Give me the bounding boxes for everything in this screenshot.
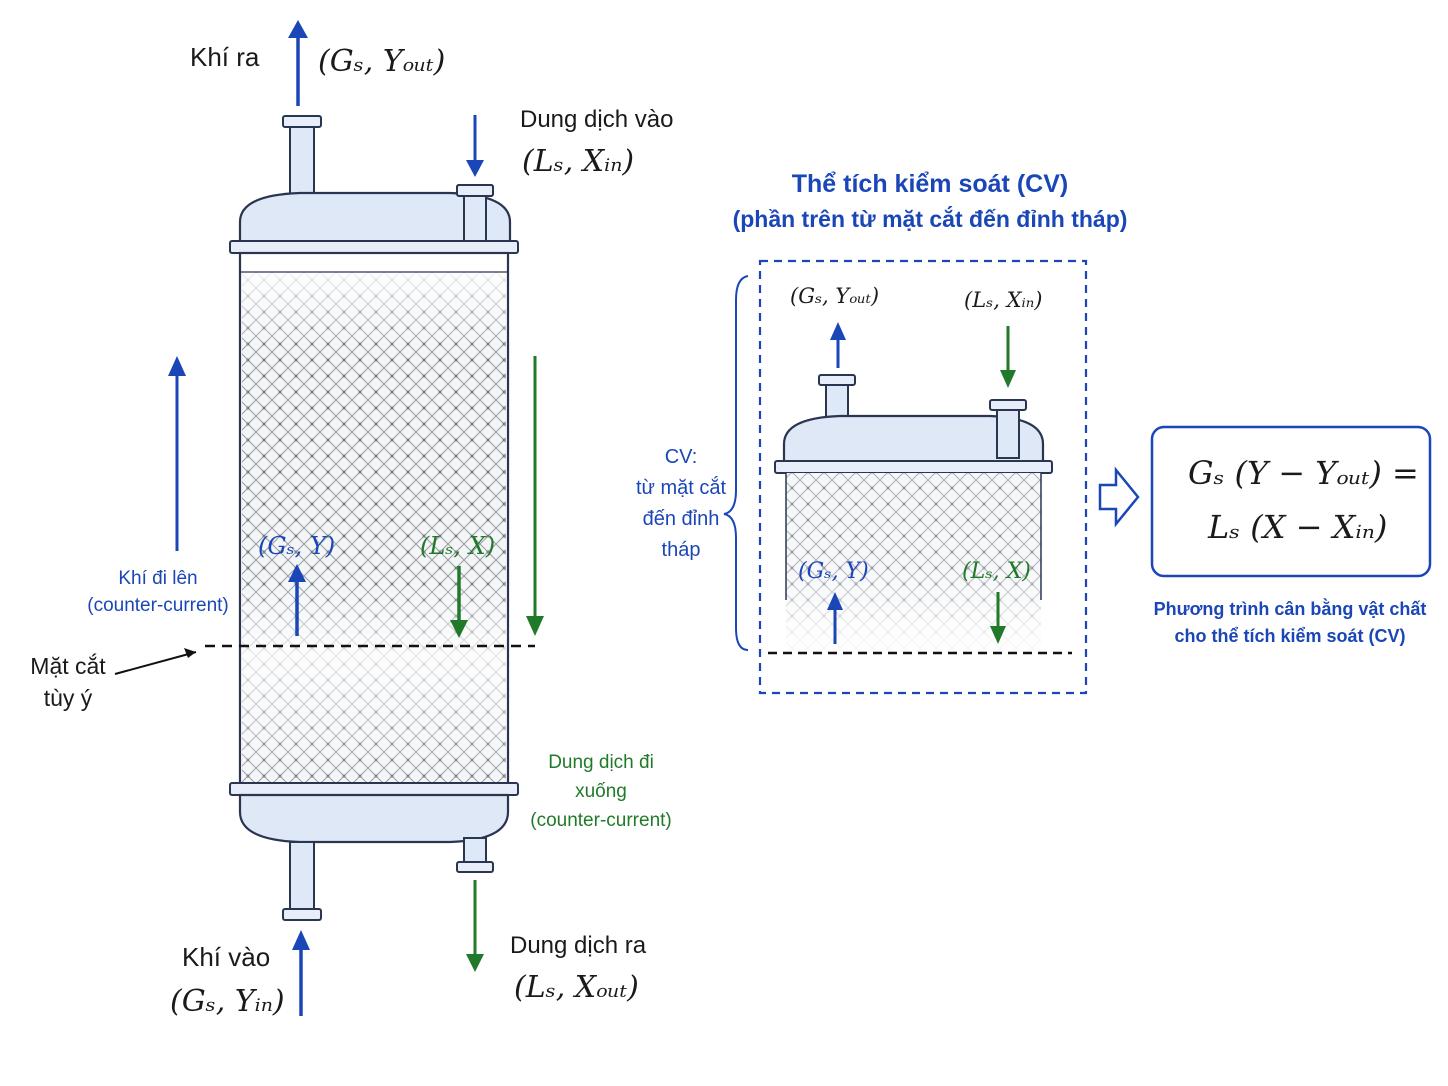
equation-caption-line2: cho thể tích kiểm soát (CV) <box>1174 626 1406 646</box>
bottom-gas-pipe <box>289 841 315 913</box>
equation-line2: Lₛ (X − Xᵢₙ) <box>1208 508 1388 546</box>
section-label: Mặt cắt tùy ý <box>16 650 120 714</box>
liquid-out-math: (Lₛ, Xₒᵤₜ) <box>514 970 639 1005</box>
equation-box <box>1150 425 1432 578</box>
cv-brace-label-line2: từ mặt cắt <box>635 477 727 499</box>
gas-in-math: (Gₛ, Yᵢₙ) <box>170 984 285 1019</box>
cv-tower <box>774 374 1053 653</box>
inner-liquid-math: (Lₛ, X) <box>420 532 496 560</box>
gas-in-label: Khí vào <box>182 942 271 972</box>
liquid-down-label-line2: xuống <box>575 781 627 802</box>
equation-caption-line1: Phương trình cân bằng vật chất <box>1153 599 1427 619</box>
top-head <box>238 191 512 244</box>
bottom-head <box>238 793 510 844</box>
cv-brace-label-line4: tháp <box>661 539 701 561</box>
liquid-down-label-line3: (counter-current) <box>530 810 672 831</box>
gas-out-label: Khí ra <box>190 42 260 72</box>
cv-brace-label-line1: CV: <box>664 446 698 468</box>
liquid-down-label-line1: Dung dịch đi <box>548 752 654 773</box>
cv-brace-label: CV: từ mặt cắt đến đỉnh tháp <box>628 442 734 566</box>
cv-subtitle: (phần trên từ mặt cắt đến đỉnh tháp) <box>732 206 1128 232</box>
gas-up-label: Khí đi lên (counter-current) <box>78 568 238 617</box>
liquid-down-label: Dung dịch đi xuống (counter-current) <box>520 748 682 835</box>
cv-inner-gas-math: (Gₛ, Y) <box>798 559 869 584</box>
section-label-line1: Mặt cắt <box>30 653 106 679</box>
equation-caption: Phương trình cân bằng vật chất cho thể t… <box>1140 596 1440 650</box>
liquid-out-label: Dung dịch ra <box>510 932 647 959</box>
cv-brace-label-line3: đến đỉnh <box>642 508 720 530</box>
cv-inner-liquid-math: (Lₛ, X) <box>962 559 1031 584</box>
absorption-tower <box>229 115 519 921</box>
section-pointer <box>114 651 197 675</box>
cv-top-liquid-math: (Lₛ, Xᵢₙ) <box>964 288 1043 312</box>
section-label-line2: tùy ý <box>43 685 93 711</box>
implies-arrow <box>1098 466 1140 528</box>
cv-title: Thể tích kiểm soát (CV) <box>791 170 1069 198</box>
bottom-flange <box>229 782 519 796</box>
top-gas-pipe <box>289 121 315 201</box>
inner-gas-math: (Gₛ, Y) <box>258 532 336 560</box>
cv-brace <box>723 275 749 651</box>
gas-up-label-line2: (counter-current) <box>87 595 229 616</box>
gas-up-label-line1: Khí đi lên <box>118 568 198 589</box>
liquid-in-label: Dung dịch vào <box>520 106 674 133</box>
liquid-in-math: (Lₛ, Xᵢₙ) <box>522 144 635 179</box>
gas-out-math: (Gₛ, Yₒᵤₜ) <box>318 44 446 79</box>
equation-line1: Gₛ (Y − Yₒᵤₜ) = <box>1188 454 1419 492</box>
cv-top-gas-math: (Gₛ, Yₒᵤₜ) <box>790 284 880 308</box>
top-flange <box>229 240 519 254</box>
